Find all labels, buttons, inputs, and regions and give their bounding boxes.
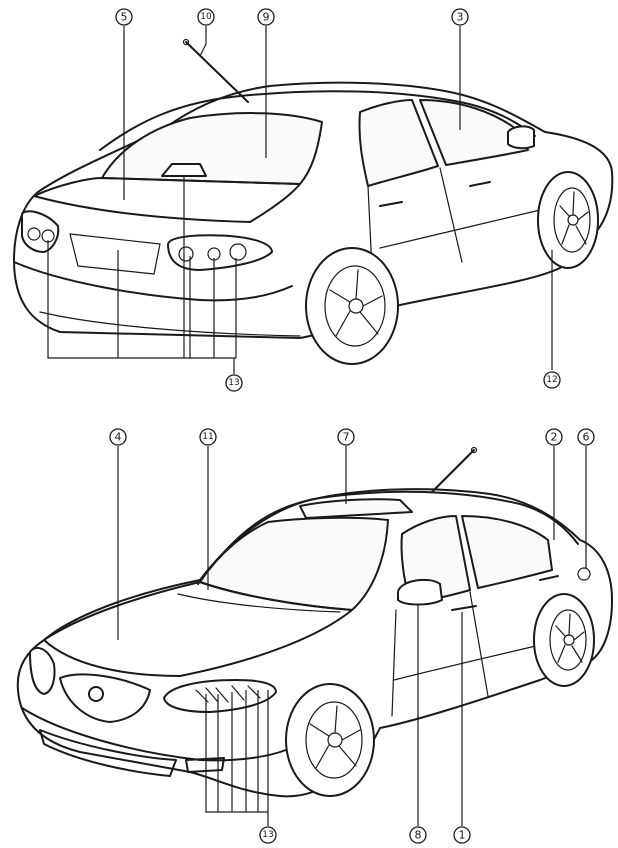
callout-12-label: 12 [546, 375, 557, 385]
rear-view-leaders [47, 26, 553, 374]
callout-9: 9 [257, 8, 275, 26]
rear-bumper [13, 261, 293, 302]
rear-antenna [185, 41, 249, 103]
rear-body-crease [379, 209, 541, 249]
callout-3-label: 3 [457, 11, 464, 24]
rear-wheel-spokes [329, 269, 383, 337]
front-side-mirror [397, 578, 443, 606]
rear-wheel-rim [324, 265, 386, 347]
fuel-filler-door [577, 567, 591, 581]
front-view-car [16, 446, 613, 798]
callout-5: 5 [115, 8, 133, 26]
front-door-front-edge [391, 609, 397, 717]
lower-air-intake [39, 729, 177, 777]
callout-1: 1 [453, 826, 471, 844]
callout-11-label: 11 [202, 432, 213, 442]
high-mount-brake-light [161, 163, 207, 177]
callout-4-label: 4 [115, 431, 122, 444]
callout-4: 4 [109, 428, 127, 446]
wiper-line [177, 593, 341, 613]
sunroof [299, 498, 413, 519]
callout-10: 10 [197, 8, 215, 26]
callout-7: 7 [337, 428, 355, 446]
rear-light-left-lamp-a [27, 227, 41, 241]
callout-13-rear-label: 13 [228, 378, 239, 388]
front-wheel-rim [305, 701, 363, 779]
front-wheel-rim-rear-view [553, 187, 591, 253]
front-roof-line [197, 490, 579, 585]
callout-5-label: 5 [121, 11, 128, 24]
rear-side-window-rear [358, 99, 439, 187]
front-view-leaders [117, 446, 587, 826]
callout-13-rear: 13 [225, 374, 243, 392]
fog-light-recess [185, 757, 225, 773]
callout-12: 12 [543, 371, 561, 389]
rear-wheel-rim-front-view [549, 609, 587, 671]
rear-antenna-tip [182, 38, 190, 46]
front-grille [59, 673, 151, 723]
rear-side-window-front-view [461, 515, 553, 589]
rear-window [101, 112, 323, 185]
callout-10-label: 10 [200, 12, 212, 22]
headlight-right [163, 679, 277, 713]
front-view-callouts: 4 11 7 2 6 13 8 1 [109, 428, 595, 844]
front-door-seam [469, 591, 489, 697]
headlight-left [29, 647, 56, 695]
rear-roof-line [99, 90, 536, 151]
callout-9-label: 9 [263, 11, 270, 24]
rear-bumper-lower [39, 311, 301, 337]
rear-door-seam [439, 167, 463, 263]
front-bumper [21, 707, 287, 762]
trunk-lid [33, 177, 301, 223]
callout-2: 2 [545, 428, 563, 446]
front-emblem [88, 686, 104, 702]
front-wheel [285, 683, 375, 797]
callout-2-label: 2 [551, 431, 558, 444]
hood [43, 581, 353, 677]
callout-7-label: 7 [343, 431, 350, 444]
license-plate-recess [69, 233, 161, 275]
callout-3: 3 [451, 8, 469, 26]
front-door-handle [451, 605, 477, 611]
callout-6: 6 [577, 428, 595, 446]
front-antenna-tip [470, 446, 478, 454]
rear-door-handle-front-view [539, 575, 559, 581]
rear-view-callouts: 5 10 9 3 13 12 [115, 8, 561, 392]
callout-13-front-label: 13 [262, 830, 273, 840]
callout-13-front: 13 [259, 826, 277, 844]
front-door-handle-rear-view [469, 181, 491, 187]
rear-light-right-lamp-a [178, 246, 194, 262]
callout-1-label: 1 [459, 829, 466, 842]
rear-wheel-spokes-front-view [555, 613, 585, 663]
callout-6-label: 6 [583, 431, 590, 444]
rear-view-car [13, 38, 614, 365]
front-antenna [431, 449, 475, 493]
rear-light-right-lamp-c [229, 243, 247, 261]
rear-wheel [305, 247, 399, 365]
front-wheel-spokes-rear-view [559, 191, 589, 245]
callout-11: 11 [199, 428, 217, 446]
rear-side-mirror [507, 125, 535, 150]
headlight-right-detail [195, 685, 261, 703]
rear-door-handle [379, 201, 403, 207]
front-wheel-spokes [309, 705, 361, 769]
callout-8: 8 [409, 826, 427, 844]
callout-8-label: 8 [415, 829, 422, 842]
